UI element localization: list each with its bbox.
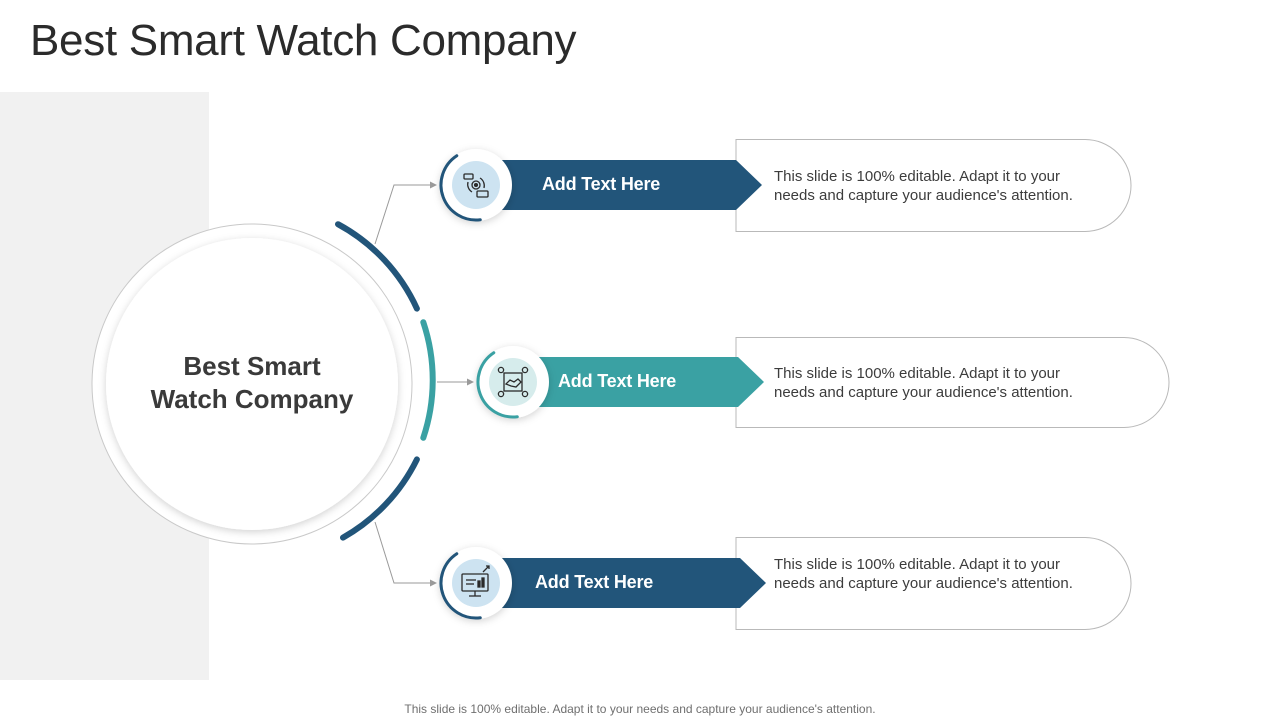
description-box-1 — [735, 139, 1132, 232]
center-label-line-1: Best Smart — [183, 351, 321, 381]
arc-segment-bottom — [340, 456, 420, 541]
description-text-3: This slide is 100% editable. Adapt it to… — [774, 556, 1073, 592]
arc-segment-top — [335, 221, 420, 312]
arrow-label-3: Add Text Here — [535, 572, 654, 592]
page-title: Best Smart Watch Company — [30, 16, 577, 65]
arrow-label-1: Add Text Here — [542, 174, 661, 194]
arrow-banner-1 — [495, 160, 762, 210]
icon-badge-3 — [439, 547, 512, 620]
connector-bottom — [374, 521, 437, 587]
center-label: Best Smart Watch Company — [122, 350, 382, 416]
description-text-2: This slide is 100% editable. Adapt it to… — [774, 365, 1073, 401]
arrow-banner-3 — [495, 558, 766, 608]
description-box-3 — [735, 537, 1132, 630]
description-text-1: This slide is 100% editable. Adapt it to… — [774, 168, 1073, 204]
monitor-analytics-icon — [461, 565, 490, 597]
connector-top — [374, 181, 437, 245]
arc-segment-middle — [420, 319, 436, 441]
footer-note: This slide is 100% editable. Adapt it to… — [404, 702, 876, 716]
watch-settings-icon — [463, 173, 489, 198]
arrow-banner-2 — [530, 357, 764, 407]
handshake-network-icon — [497, 366, 529, 398]
center-label-line-2: Watch Company — [150, 384, 354, 414]
center-circle — [106, 238, 398, 530]
arrow-label-2: Add Text Here — [558, 371, 677, 391]
description-box-2 — [735, 337, 1170, 428]
